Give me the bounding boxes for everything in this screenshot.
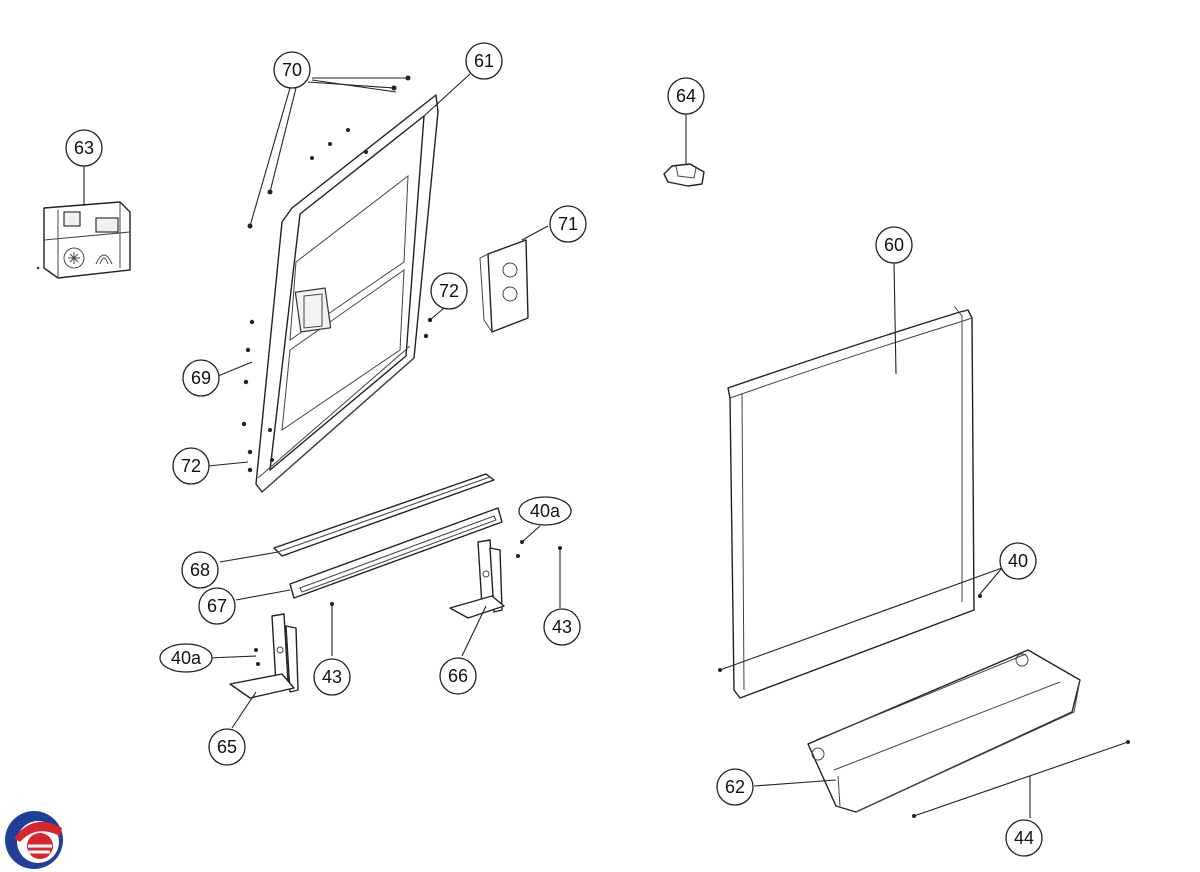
callout-label: 72 [181,456,201,476]
callout-label: 71 [558,214,578,234]
callout-62: 62 [716,768,754,806]
callout-70: 70 [273,51,311,89]
callout-63: 63 [65,129,103,167]
callout-66: 66 [439,657,477,695]
logo-red-swoosh [14,821,62,842]
callout-65: 65 [208,728,246,766]
callout-60: 60 [875,226,913,264]
callout-label: 40 [1008,551,1028,571]
callout-44: 44 [1005,819,1043,857]
part-60-door-panel [718,305,982,699]
callout-69: 69 [182,359,220,397]
callout-40: 40 [999,542,1037,580]
callout-label: 43 [322,667,342,687]
callout-72-right: 72 [430,272,468,310]
callout-label: 65 [217,737,237,757]
callout-40a-right: 40a [518,496,572,526]
leader-lines [83,73,1129,818]
callout-40a-left: 40a [159,643,213,673]
callout-64: 64 [667,77,705,115]
part-71-bracket [479,239,529,333]
callout-68: 68 [181,551,219,589]
part-63-control-module [36,201,131,279]
callout-43-right: 43 [543,608,581,646]
part-65-hinge-left [229,602,334,699]
part-61-inner-door [255,94,439,493]
callout-label: 72 [439,281,459,301]
callout-label: 68 [190,560,210,580]
callout-label: 60 [884,235,904,255]
callout-label: 61 [474,51,494,71]
callout-71: 71 [549,205,587,243]
callout-label: 44 [1014,828,1034,848]
callout-label: 63 [74,138,94,158]
callout-label: 64 [676,86,696,106]
callout-label: 62 [725,777,745,797]
part-66-hinge-right [449,539,562,619]
callout-61: 61 [465,42,503,80]
brand-logo [5,811,63,869]
callout-43-left: 43 [313,658,351,696]
callout-67: 67 [198,587,236,625]
screws-72-left [247,449,253,473]
callout-label: 69 [191,368,211,388]
screws-69 [241,319,255,427]
callout-label: 70 [282,60,302,80]
part-64-clip [663,163,705,187]
callout-label: 43 [552,617,572,637]
part-67-trim-strip [289,507,503,599]
callout-label: 67 [207,596,227,616]
callout-label: 66 [448,666,468,686]
part-68-seal-strip [273,473,495,557]
callout-72-left: 72 [172,447,210,485]
part-62-plinth [807,649,1081,813]
callout-label: 40a [530,501,561,521]
screws-72-right [423,317,433,339]
callout-label: 40a [171,648,202,668]
